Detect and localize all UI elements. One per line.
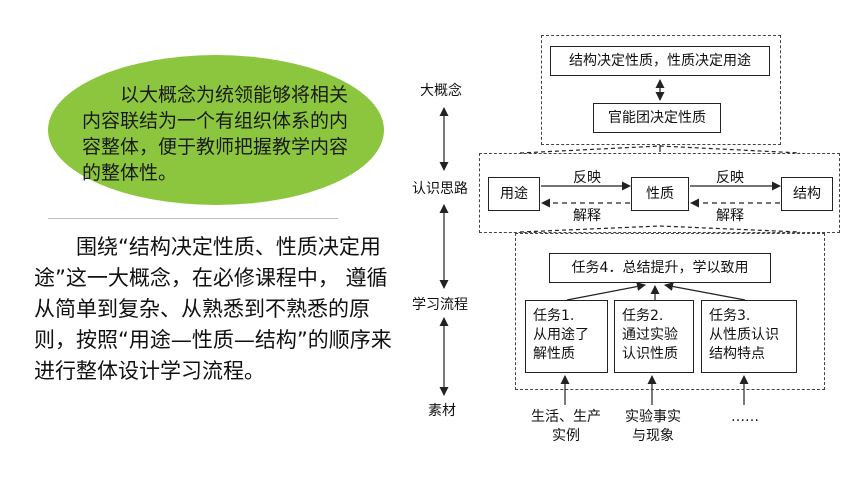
task-arrow (664, 282, 746, 301)
task-node-1: 任务1. 从用途了 解性质 (525, 300, 608, 373)
material-item: 实验事实 与现象 (618, 408, 688, 446)
intro-paragraph: 围绕“结构决定性质、性质决定用途”这一大概念，在必修课程中， 遵循从简单到复杂、… (34, 235, 392, 383)
backward-label: 解释 (573, 208, 601, 224)
task-text: 从性质认识 (709, 327, 779, 343)
big-concept-top-node: 结构决定性质，性质决定用途 (550, 46, 770, 76)
axis-label-big-concept: 大概念 (420, 83, 462, 99)
node-structure: 结构 (781, 177, 833, 211)
material-text: 与现象 (632, 428, 674, 444)
axis-label-process: 学习流程 (412, 297, 468, 313)
task-text: 任务2. (622, 308, 664, 324)
task-text: 结构特点 (709, 346, 765, 362)
material-text: 生活、生产 (531, 409, 601, 425)
task-node-2: 任务2. 通过实验 认识性质 (614, 300, 694, 373)
backward-label: 解释 (716, 208, 744, 224)
task-text: 任务1. (533, 308, 575, 324)
forward-label: 反映 (573, 170, 601, 186)
big-concept-bottom-node: 官能团决定性质 (593, 103, 721, 133)
summary-task-node: 任务4．总结提升，学以致用 (549, 253, 771, 283)
concept-ellipse (48, 55, 384, 205)
material-text: 实例 (552, 428, 580, 444)
task-text: 通过实验 (622, 327, 678, 343)
node-use: 用途 (488, 177, 540, 211)
material-text: 实验事实 (625, 409, 681, 425)
big-concept-group (541, 35, 781, 145)
task-text: 认识性质 (622, 346, 678, 362)
task-node-3: 任务3. 从性质认识 结构特点 (701, 300, 797, 373)
node-property: 性质 (631, 177, 689, 211)
ellipse-text: 以大概念为统领能够将相关内容联结为一个有组织体系的内容整体，便于教师把握教学内容… (82, 84, 349, 184)
material-text: …… (731, 409, 759, 425)
task-text: 任务3. (709, 308, 751, 324)
task-arrow (566, 282, 646, 301)
task-text: 从用途了 (533, 327, 589, 343)
divider (48, 218, 338, 219)
material-item: …… (722, 408, 768, 427)
process-group (515, 233, 825, 390)
forward-label: 反映 (716, 170, 744, 186)
axis-label-materials: 素材 (428, 403, 456, 419)
task-text: 解性质 (533, 346, 575, 362)
material-item: 生活、生产 实例 (527, 408, 605, 446)
axis-label-thinking: 认识思路 (412, 181, 468, 197)
thinking-group (479, 153, 840, 233)
